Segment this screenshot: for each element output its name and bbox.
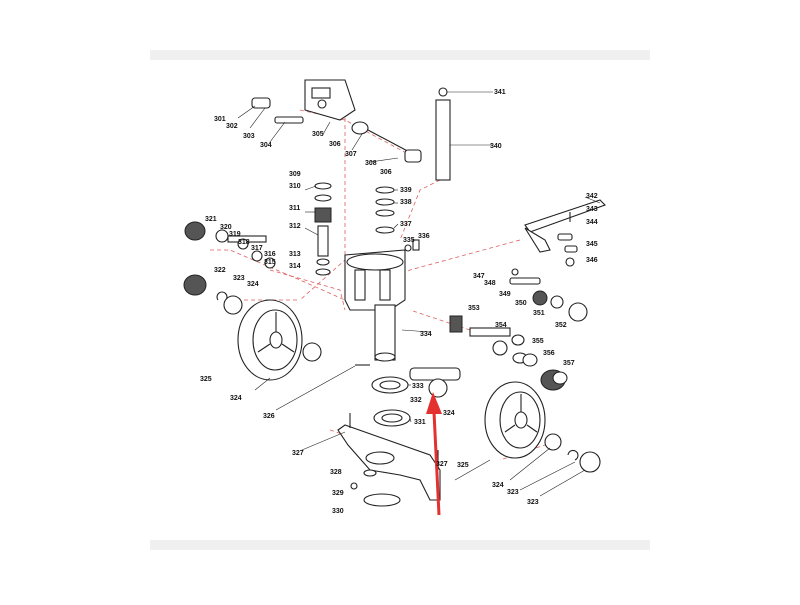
part-label-327b: 327 (436, 461, 448, 468)
part-label-328: 328 (330, 469, 342, 476)
part-label-344: 344 (586, 219, 598, 226)
part-label-343: 343 (586, 206, 598, 213)
part-label-317: 317 (251, 245, 263, 252)
part-label-326: 326 (263, 413, 275, 420)
part-label-335: 335 (403, 237, 415, 244)
part-label-325b: 325 (457, 462, 469, 469)
part-label-324d: 324 (492, 482, 504, 489)
bottom-fork (337, 413, 441, 507)
part-label-312: 312 (289, 223, 301, 230)
part-label-323c: 323 (527, 499, 539, 506)
spring-stack (314, 182, 332, 276)
part-label-345: 345 (586, 241, 598, 248)
part-label-315: 315 (264, 259, 276, 266)
part-label-332: 332 (410, 397, 422, 404)
part-label-339: 339 (400, 187, 412, 194)
part-label-308: 308 (365, 160, 377, 167)
right-wheel (484, 381, 601, 473)
part-label-322: 322 (214, 267, 226, 274)
part-label-306a: 306 (329, 141, 341, 148)
bottom-band (150, 540, 650, 550)
part-label-330: 330 (332, 508, 344, 515)
cylinder-rod (435, 87, 493, 181)
part-label-324a: 324 (247, 281, 259, 288)
part-labels: 3013023033043053063073083063413403093103… (200, 89, 598, 515)
part-label-356: 356 (543, 350, 555, 357)
center-rings (371, 367, 461, 427)
part-label-303: 303 (243, 133, 255, 140)
part-label-319: 319 (229, 231, 241, 238)
part-label-309: 309 (289, 171, 301, 178)
part-label-325a: 325 (200, 376, 212, 383)
pump-body (344, 249, 406, 362)
part-label-329: 329 (332, 490, 344, 497)
part-label-324c: 324 (443, 410, 455, 417)
part-label-353: 353 (468, 305, 480, 312)
part-label-340: 340 (490, 143, 502, 150)
part-label-350: 350 (515, 300, 527, 307)
leader-lines (237, 105, 601, 497)
part-label-338: 338 (400, 199, 412, 206)
part-label-341: 341 (494, 89, 506, 96)
part-label-346: 346 (586, 257, 598, 264)
part-label-327a: 327 (292, 450, 304, 457)
part-label-334: 334 (420, 331, 432, 338)
part-label-349: 349 (499, 291, 511, 298)
red-arrow (426, 392, 442, 516)
part-label-355: 355 (532, 338, 544, 345)
part-label-305: 305 (312, 131, 324, 138)
part-label-301: 301 (214, 116, 226, 123)
part-label-313: 313 (289, 251, 301, 258)
top-lever-assembly (251, 79, 422, 163)
part-label-311: 311 (289, 205, 300, 212)
part-label-324b: 324 (230, 395, 242, 402)
part-label-320: 320 (220, 224, 232, 231)
right-piston-parts (449, 268, 588, 391)
part-label-348: 348 (484, 280, 496, 287)
o-ring-stack (375, 186, 420, 252)
part-label-307: 307 (345, 151, 357, 158)
left-axle-parts (183, 221, 276, 315)
part-label-333: 333 (412, 383, 424, 390)
part-label-354: 354 (495, 322, 507, 329)
part-label-316: 316 (264, 251, 276, 258)
part-label-314: 314 (289, 263, 301, 270)
part-label-331: 331 (414, 419, 426, 426)
part-label-337: 337 (400, 221, 412, 228)
part-label-302: 302 (226, 123, 238, 130)
part-label-336: 336 (418, 233, 430, 240)
part-label-342: 342 (586, 193, 598, 200)
right-lever (524, 199, 607, 267)
left-wheel (237, 299, 370, 381)
part-label-321: 321 (205, 216, 217, 223)
part-label-347: 347 (473, 273, 485, 280)
part-label-323b: 323 (507, 489, 519, 496)
top-band (150, 50, 650, 60)
part-label-306b: 306 (380, 169, 392, 176)
part-label-304: 304 (260, 142, 272, 149)
part-label-318: 318 (238, 239, 250, 246)
part-label-310: 310 (289, 183, 301, 190)
part-label-323a: 323 (233, 275, 245, 282)
part-label-352: 352 (555, 322, 567, 329)
part-label-351: 351 (533, 310, 545, 317)
part-label-357: 357 (563, 360, 575, 367)
